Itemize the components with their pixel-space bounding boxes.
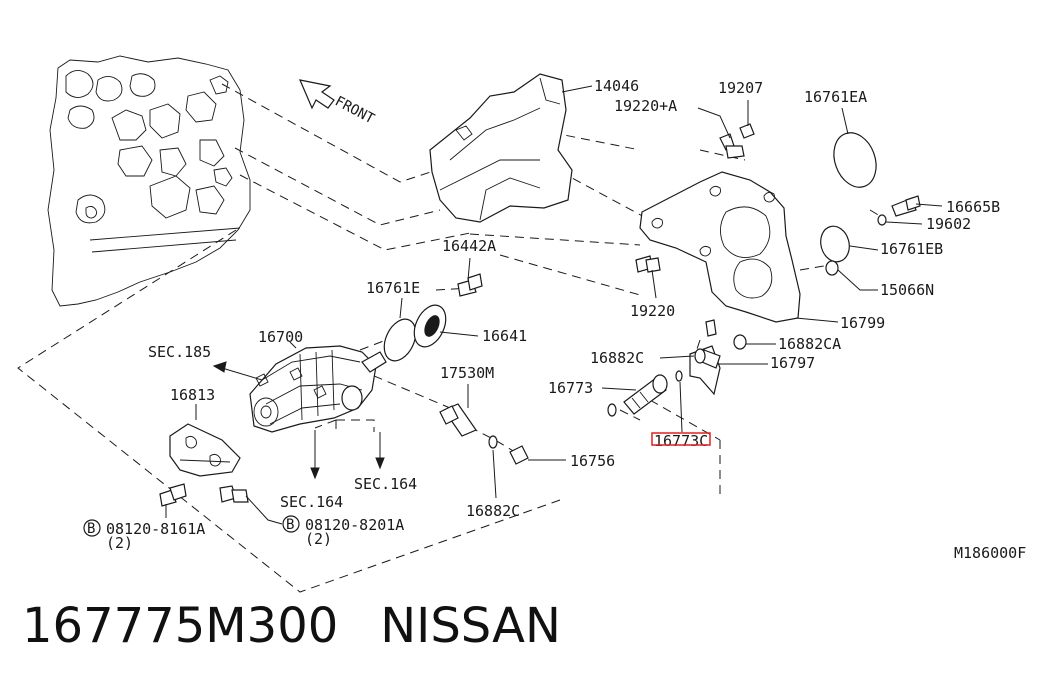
- label-16773c: 16773C: [654, 432, 708, 450]
- part-labels: 14046 19207 19220+A 16761EA 16665B 19602…: [83, 77, 1026, 562]
- part-19207-pin: [739, 123, 755, 139]
- part-16761e-gasket: [383, 318, 417, 362]
- label-14046: 14046: [594, 77, 639, 95]
- label-16761ea: 16761EA: [804, 88, 867, 106]
- washer-16882c-upper-icon: [694, 348, 706, 364]
- arrow-sec164-a-icon: [310, 430, 320, 480]
- bolt-19220-icon: [635, 255, 661, 273]
- part-15066n-icon: [825, 260, 839, 276]
- label-17530m: 17530M: [440, 364, 494, 382]
- label-15066n: 15066N: [880, 281, 934, 299]
- label-sec185: SEC.185: [148, 343, 211, 361]
- part-16773-solenoid: [607, 374, 668, 417]
- label-sec164-a: SEC.164: [280, 493, 343, 511]
- label-16773: 16773: [548, 379, 593, 397]
- part-16773c-oring: [675, 370, 683, 382]
- washer-16882ca-icon: [733, 334, 747, 350]
- label-16761e: 16761E: [366, 279, 420, 297]
- part-16799-bracket: [639, 171, 801, 323]
- bolt-symbol-circle-a: [83, 519, 101, 537]
- leader-lines: [165, 85, 943, 525]
- engine-block: [47, 55, 251, 307]
- label-16882c-upper: 16882C: [590, 349, 644, 367]
- bolt-symbol-b: B: [286, 517, 294, 533]
- washer-19602-icon: [877, 214, 887, 226]
- label-19220: 19220: [630, 302, 675, 320]
- label-16813: 16813: [170, 386, 215, 404]
- part-16641-plate: [413, 304, 447, 348]
- label-16797: 16797: [770, 354, 815, 372]
- part-17530m-fitting: [439, 403, 477, 437]
- label-19220a: 19220+A: [614, 97, 677, 115]
- bolt-08120-8161a-icon: [159, 483, 187, 507]
- bolt-16442a-icon: [457, 273, 483, 297]
- bolt-16665b-icon: [891, 195, 921, 217]
- label-16442a: 16442A: [442, 237, 496, 255]
- label-bolt-a-qty: (2): [106, 534, 133, 552]
- part-16756-plug: [509, 445, 529, 465]
- part-number: 167775M300: [22, 598, 339, 654]
- bolt-19220a-icon: [719, 133, 745, 159]
- label-16665b: 16665B: [946, 198, 1000, 216]
- highlight-box: [651, 432, 711, 446]
- part-16761ea-gasket: [833, 132, 877, 188]
- label-16799: 16799: [840, 314, 885, 332]
- front-arrow-icon: [298, 79, 335, 110]
- front-label: FRONT: [332, 93, 377, 127]
- label-16882c-lower: 16882C: [466, 502, 520, 520]
- label-bolt-b-qty: (2): [305, 530, 332, 548]
- label-19207: 19207: [718, 79, 763, 97]
- label-16641: 16641: [482, 327, 527, 345]
- label-16756: 16756: [570, 452, 615, 470]
- arrow-sec185-icon: [212, 361, 263, 381]
- part-16700-injection-pump: [249, 345, 387, 433]
- part-16761eb-gasket: [820, 225, 850, 263]
- part-14046-cover: [429, 73, 573, 223]
- arrow-sec164-b-icon: [375, 432, 385, 470]
- diagram-ref-code: M186000F: [954, 544, 1026, 562]
- part-16813-bracket: [169, 423, 241, 477]
- label-16882ca: 16882CA: [778, 335, 841, 353]
- label-bolt-08120-8201a: 08120-8201A: [305, 516, 404, 534]
- label-19602: 19602: [926, 215, 971, 233]
- label-bolt-08120-8161a: 08120-8161A: [106, 520, 205, 538]
- label-sec164-b: SEC.164: [354, 475, 417, 493]
- bolt-symbol-a: B: [87, 521, 95, 537]
- label-16700: 16700: [258, 328, 303, 346]
- label-16761eb: 16761EB: [880, 240, 943, 258]
- brand-name: NISSAN: [380, 598, 561, 654]
- bolt-symbol-circle-b: [282, 515, 300, 533]
- bolt-08120-8201a-icon: [219, 485, 249, 503]
- washer-16882c-lower-icon: [488, 435, 498, 449]
- part-caption: 167775M300 NISSAN: [22, 598, 561, 654]
